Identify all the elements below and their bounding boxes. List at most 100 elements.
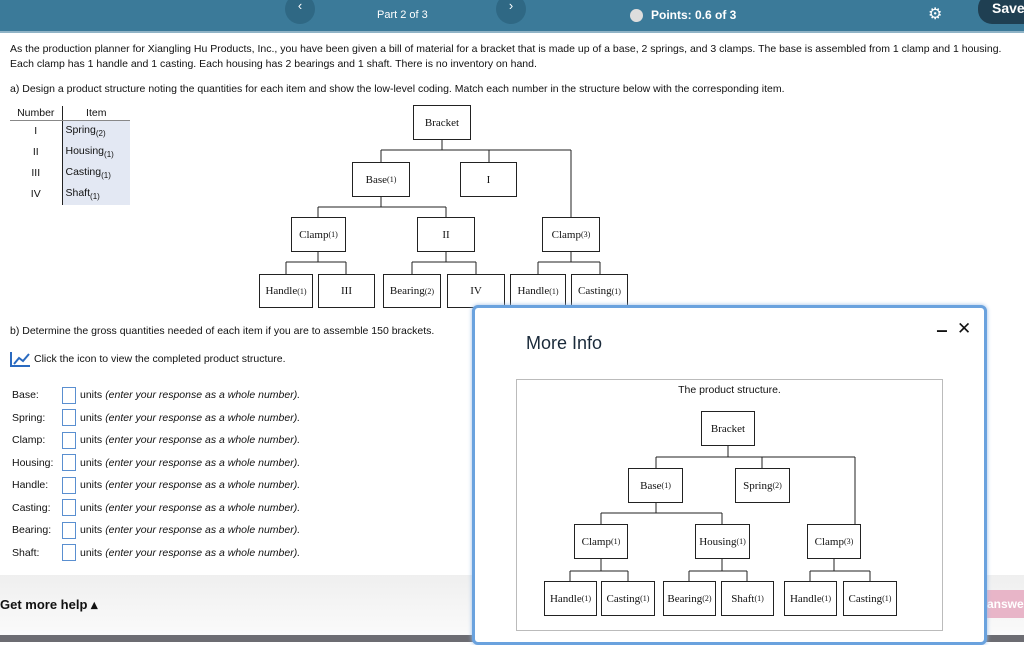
structure-node: Bearing(2) — [383, 274, 441, 308]
units-label: units — [80, 456, 103, 469]
units-label: units — [80, 434, 103, 446]
prev-question-button[interactable]: ‹ — [285, 0, 315, 24]
problem-intro: As the production planner for Xiangling … — [10, 43, 1002, 70]
row-item: Casting(1) — [62, 162, 130, 184]
answer-label: Casting: — [12, 501, 51, 514]
panel-caption: The product structure. — [678, 384, 781, 396]
units-label: units — [80, 389, 103, 401]
structure-node: Bracket — [701, 411, 755, 446]
structure-node: Clamp(3) — [542, 217, 600, 252]
answer-row: Clamp: units(enter your response as a who… — [12, 431, 300, 449]
minimize-button[interactable]: ‒ — [937, 320, 948, 340]
units-label: units — [80, 501, 103, 514]
answer-hint: (enter your response as a whole number). — [105, 434, 301, 446]
answer-input[interactable] — [62, 476, 76, 494]
points-text: Points: 0.6 of 3 — [651, 8, 737, 22]
check-answer-button[interactable]: answe — [985, 590, 1024, 618]
units-label: units — [80, 546, 103, 559]
structure-node: Casting(1) — [601, 581, 655, 616]
row-number: II — [10, 141, 63, 163]
part-b-text: b) Determine the gross quantities needed… — [10, 325, 435, 337]
answer-label: Bearing: — [12, 524, 52, 536]
answer-input[interactable] — [62, 431, 76, 449]
answer-input[interactable] — [62, 386, 76, 404]
part-indicator: Part 2 of 3 — [377, 9, 428, 21]
points-icon — [630, 9, 643, 22]
answer-hint: (enter your response as a whole number). — [105, 546, 301, 559]
structure-node: Clamp(1) — [574, 524, 628, 559]
answer-hint: (enter your response as a whole number). — [105, 501, 301, 514]
answer-input[interactable] — [62, 521, 76, 539]
row-item: Spring(2) — [62, 120, 130, 142]
answer-hint: (enter your response as a whole number). — [105, 411, 301, 424]
units-label: units — [80, 411, 103, 424]
answer-label: Housing: — [12, 456, 54, 469]
next-question-button[interactable]: › — [496, 0, 526, 24]
structure-node: Handle(1) — [510, 274, 566, 308]
structure-node: Base(1) — [352, 162, 410, 197]
structure-node: Housing(1) — [695, 524, 750, 559]
answer-row: Housing: units(enter your response as a w… — [12, 454, 300, 472]
get-more-help-button[interactable]: Get more help ▴ — [0, 597, 98, 612]
save-button[interactable]: Save — [978, 0, 1024, 24]
product-structure-panel: The product structure. — [516, 379, 943, 631]
answer-label: Clamp: — [12, 434, 46, 446]
row-item: Shaft(1) — [62, 183, 130, 205]
structure-node: Casting(1) — [571, 274, 628, 308]
structure-node: Handle(1) — [259, 274, 313, 308]
structure-node: Casting(1) — [843, 581, 897, 616]
structure-node: II — [417, 217, 475, 252]
answer-label: Base: — [12, 389, 39, 401]
structure-node: III — [318, 274, 375, 308]
answer-row: Base: units(enter your response as a whol… — [12, 386, 300, 404]
answer-hint: (enter your response as a whole number). — [105, 389, 301, 401]
number-header: Number — [10, 106, 63, 121]
dialog-title: More Info — [526, 333, 603, 353]
answer-hint: (enter your response as a whole number). — [105, 479, 301, 491]
row-number: I — [10, 120, 63, 142]
structure-node: Clamp(3) — [807, 524, 861, 559]
answer-row: Shaft: units(enter your response as a who… — [12, 544, 300, 562]
answer-label: Spring: — [12, 411, 46, 424]
answer-input[interactable] — [62, 454, 76, 471]
icon-hint: Click the icon to view the completed pro… — [34, 353, 286, 365]
answer-row: Casting: units(enter your response as a w… — [12, 499, 300, 517]
structure-node: Base(1) — [628, 468, 683, 503]
close-button[interactable]: ✕ — [957, 319, 972, 338]
structure-node: IV — [447, 274, 505, 308]
structure-node: I — [460, 162, 517, 197]
top-bar: ‹ Part 2 of 3 › Points: 0.6 of 3 ⚙ Save — [0, 0, 1024, 33]
units-label: units — [80, 524, 103, 536]
answer-hint: (enter your response as a whole number). — [105, 456, 301, 469]
answer-input[interactable] — [62, 499, 76, 516]
gear-icon[interactable]: ⚙ — [928, 6, 943, 23]
chart-icon[interactable] — [10, 352, 30, 367]
structure-node: Handle(1) — [544, 581, 597, 616]
answer-input[interactable] — [62, 544, 76, 561]
structure-node: Bearing(2) — [663, 581, 716, 616]
answer-row: Bearing: units(enter your response as a w… — [12, 521, 300, 539]
answer-row: Spring: units(enter your response as a wh… — [12, 409, 300, 427]
row-number: IV — [10, 183, 63, 205]
item-header: Item — [62, 106, 130, 121]
answer-input[interactable] — [62, 409, 76, 426]
row-number: III — [10, 162, 63, 184]
answer-row: Handle: units(enter your response as a wh… — [12, 476, 300, 494]
part-a-text: a) Design a product structure noting the… — [10, 83, 785, 95]
structure-node: Handle(1) — [784, 581, 837, 616]
answer-hint: (enter your response as a whole number). — [105, 524, 301, 536]
structure-node: Clamp(1) — [291, 217, 346, 252]
units-label: units — [80, 479, 103, 491]
structure-node: Shaft(1) — [721, 581, 774, 616]
structure-node: Bracket — [413, 105, 471, 140]
structure-node: Spring(2) — [735, 468, 790, 503]
answer-label: Shaft: — [12, 546, 40, 559]
row-item: Housing(1) — [62, 141, 130, 163]
answer-label: Handle: — [12, 479, 49, 491]
